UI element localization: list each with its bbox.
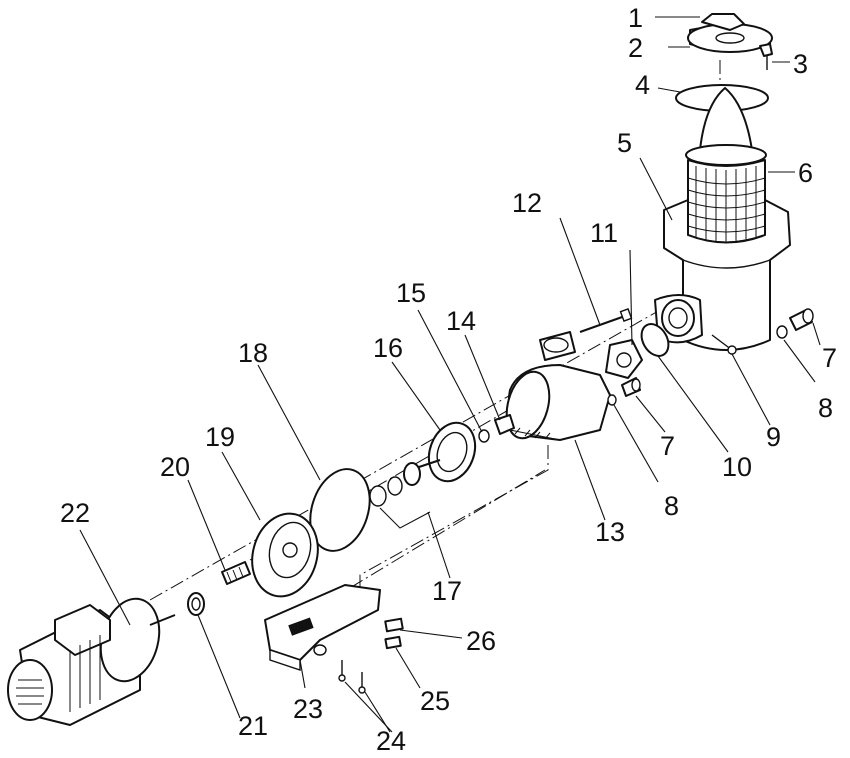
callout-1: 1 <box>628 3 643 33</box>
impeller-o-ring <box>478 429 490 443</box>
leader-lines <box>79 16 821 733</box>
drain-plug-left <box>621 377 641 397</box>
shaft-extension <box>221 561 251 585</box>
lip-seal <box>187 592 205 616</box>
housing-o-ring <box>640 323 670 357</box>
rubber-pad <box>384 635 402 650</box>
callout-8-left: 8 <box>664 491 679 521</box>
motor-base <box>264 584 381 671</box>
callout-4: 4 <box>635 70 650 100</box>
callout-6: 6 <box>798 158 813 188</box>
callout-10: 10 <box>722 452 752 482</box>
callout-26: 26 <box>466 626 496 656</box>
callout-20: 20 <box>160 452 190 482</box>
tie-bolt <box>579 308 633 333</box>
callout-14: 14 <box>446 306 476 336</box>
mechanical-seal <box>369 462 431 529</box>
callout-16: 16 <box>373 333 403 363</box>
callout-11: 11 <box>590 218 618 248</box>
callout-7-left: 7 <box>660 431 675 461</box>
callout-5: 5 <box>617 128 632 158</box>
assembly-axes <box>149 60 721 601</box>
callout-9: 9 <box>766 422 781 452</box>
rubber-foot <box>384 617 404 633</box>
callout-17: 17 <box>432 576 462 606</box>
callout-25: 25 <box>420 686 450 716</box>
callout-23: 23 <box>293 694 323 724</box>
callout-19: 19 <box>205 422 235 452</box>
diffuser <box>605 339 643 379</box>
callout-22: 22 <box>60 498 90 528</box>
plug-o-ring-left <box>607 394 617 406</box>
drain-plug-right <box>789 308 814 331</box>
callout-3: 3 <box>793 49 808 79</box>
callout-18: 18 <box>238 338 268 368</box>
housing-large-o-ring <box>309 468 371 552</box>
base-screws <box>338 660 366 694</box>
callout-15: 15 <box>396 278 426 308</box>
strainer-basket <box>685 87 767 244</box>
pump-housing <box>505 331 611 441</box>
callout-2: 2 <box>628 33 643 63</box>
strainer-housing <box>654 199 791 351</box>
plug-o-ring-right <box>776 325 788 339</box>
callout-labels: 1 2 3 4 5 6 7 8 9 10 11 12 13 7 8 14 15 … <box>60 3 837 756</box>
callout-24: 24 <box>376 726 406 756</box>
callout-8: 8 <box>818 393 833 423</box>
callout-13: 13 <box>595 517 625 547</box>
strainer-lid <box>687 13 773 70</box>
callout-7: 7 <box>822 343 837 373</box>
seal-plate <box>251 512 319 598</box>
callout-21: 21 <box>238 711 268 741</box>
callout-12: 12 <box>512 188 542 218</box>
impeller <box>409 421 477 483</box>
motor <box>7 597 176 726</box>
